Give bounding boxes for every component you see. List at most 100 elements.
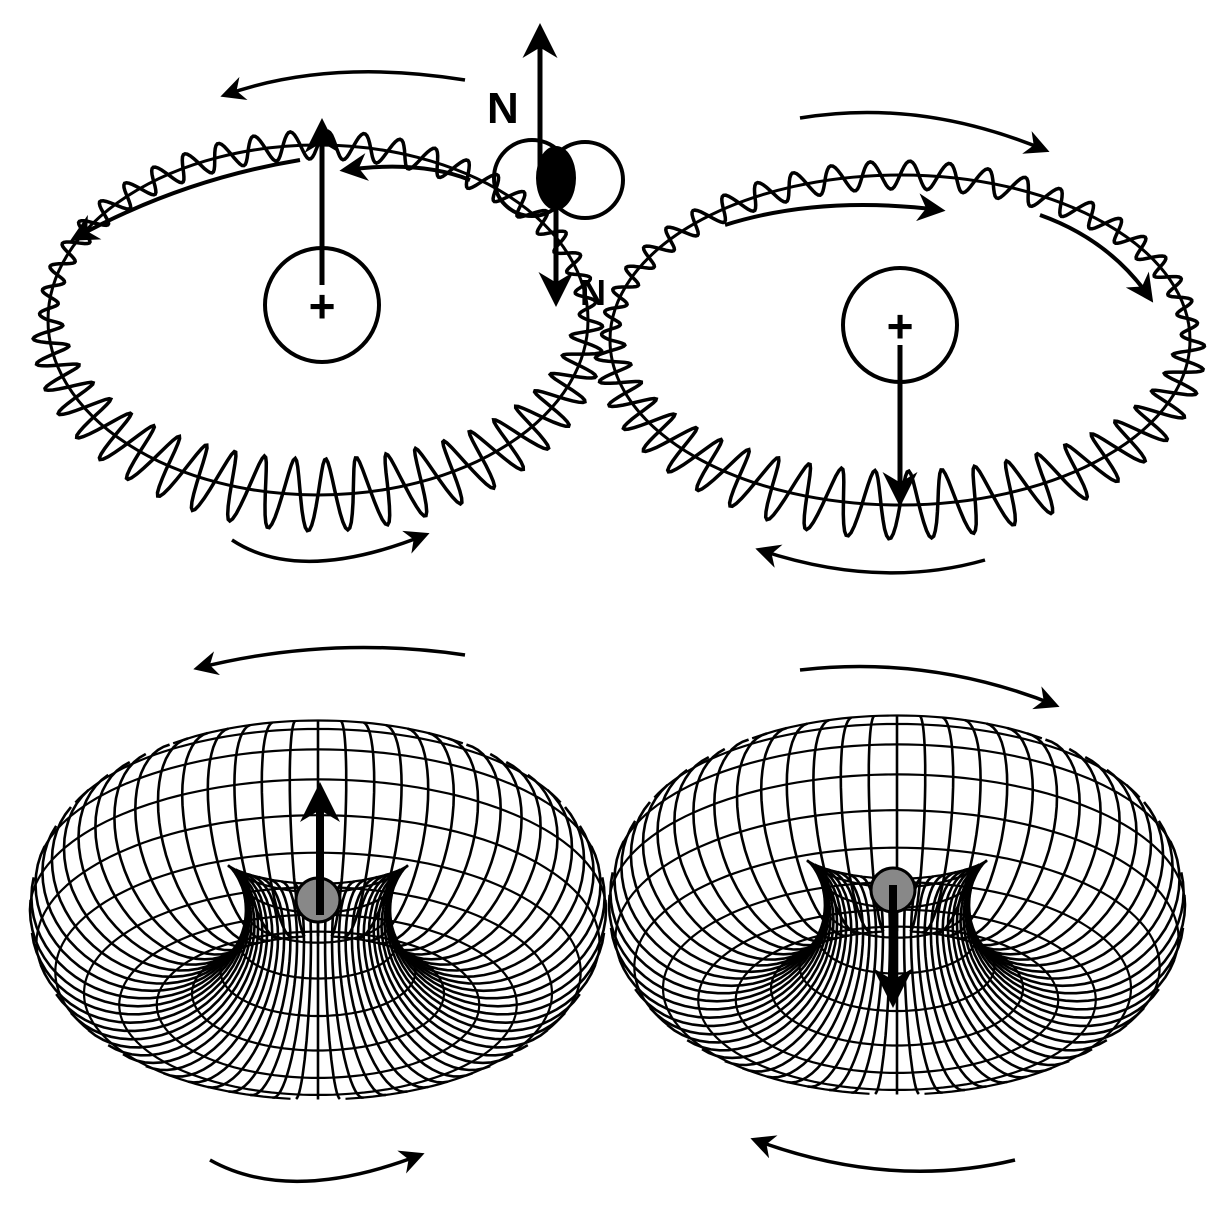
torus-meridian <box>383 868 566 1041</box>
top-right-wave <box>593 159 1207 541</box>
torus-meridian <box>1142 801 1165 856</box>
torus-meridian <box>979 822 1121 956</box>
torus-meridian <box>77 837 230 966</box>
torus-meridian <box>87 865 256 1049</box>
torus-meridian <box>288 720 297 780</box>
torus-parallel <box>82 886 554 1100</box>
inner-arrow-left-2 <box>339 153 471 182</box>
torus-meridian <box>742 864 853 1073</box>
torus-parallel <box>661 881 1133 1095</box>
torus-meridian <box>388 897 606 1000</box>
top-left-wave <box>31 129 605 533</box>
torus-meridian <box>145 868 269 1072</box>
torus-meridian <box>1068 747 1102 813</box>
torus-parallel <box>155 930 481 1079</box>
lower-pole-label: N <box>580 272 606 313</box>
torus-meridian <box>918 715 927 775</box>
plus-sign-right: + <box>887 300 914 352</box>
plus-sign-left: + <box>309 280 336 332</box>
torus-parallel <box>244 908 392 944</box>
torus-meridian <box>405 848 574 972</box>
torus-meridian <box>1044 738 1081 805</box>
torus-meridian <box>673 755 710 823</box>
torus-meridian <box>406 837 559 966</box>
torus-meridian <box>41 872 237 985</box>
torus-meridian <box>407 727 430 790</box>
torus-parallel <box>54 851 582 1031</box>
torus-parallel <box>238 934 398 980</box>
magnetic-coupling: N N <box>487 23 625 313</box>
torus-meridian <box>134 808 245 952</box>
torus-meridian <box>984 843 1153 967</box>
rotation-arrow-bottom-left <box>231 530 430 564</box>
torus-meridian <box>985 832 1138 961</box>
torus-meridian <box>1006 726 1035 790</box>
torus-meridian <box>489 752 523 818</box>
torus-meridian <box>1157 820 1174 868</box>
torus-meridian <box>839 716 853 777</box>
rotation-arrow-bottom-bottom-right <box>750 1135 1016 1173</box>
torus-meridian <box>563 806 586 861</box>
torus-parallel <box>332 935 446 994</box>
torus-parallel <box>607 773 1187 911</box>
torus-parallel <box>972 929 977 938</box>
torus-meridian <box>367 868 491 1072</box>
torus-meridian <box>427 731 456 795</box>
top-left-ring-group: + <box>31 70 605 564</box>
torus-meridian <box>666 860 835 1044</box>
north-label: N <box>487 84 519 133</box>
torus-meridian <box>505 760 542 828</box>
torus-meridian <box>337 880 386 1097</box>
torus-meridian <box>113 752 147 818</box>
torus-parallel <box>402 949 417 972</box>
torus-meridian <box>399 817 523 956</box>
torus-parallel <box>35 814 601 974</box>
torus-meridian <box>94 760 131 828</box>
torus-meridian <box>620 820 637 868</box>
torus-meridian <box>356 872 449 1084</box>
torus-parallel <box>393 934 398 943</box>
torus-parallel <box>590 942 601 974</box>
torus-meridian <box>867 715 876 775</box>
torus-meridian <box>786 870 865 1084</box>
rotation-arrow-bottom-bottom-left <box>209 1150 425 1184</box>
torus-meridian <box>180 731 209 795</box>
torus-parallel <box>345 993 554 1100</box>
torus-meridian <box>113 817 237 956</box>
torus-meridian <box>392 884 602 993</box>
torus-meridian <box>260 721 274 782</box>
torus-meridian <box>978 867 1174 980</box>
torus-meridian <box>986 722 1009 785</box>
rotation-arrow-top-right <box>799 110 1050 154</box>
torus-meridian <box>206 727 229 790</box>
torus-meridian <box>344 878 408 1094</box>
torus-meridian <box>233 723 251 786</box>
torus-meridian <box>362 721 376 782</box>
torus-meridian <box>465 743 502 810</box>
torus-meridian <box>656 832 809 961</box>
torus-parallel <box>924 988 1133 1095</box>
bottom-left-torus-group <box>28 645 608 1184</box>
rotation-arrow-top-bottom-right <box>799 664 1060 710</box>
torus-parallel <box>653 722 1141 799</box>
bottom-right-torus-group <box>607 664 1187 1173</box>
torus-meridian <box>41 825 58 873</box>
torus-meridian <box>250 880 299 1097</box>
torus-parallel <box>190 935 446 1052</box>
torus-meridian <box>812 718 830 781</box>
torus-parallel <box>769 930 1025 1047</box>
torus-meridian <box>339 720 348 780</box>
rotation-arrow-top-bottom-left <box>193 645 466 676</box>
torus-meridian <box>941 864 1052 1073</box>
torus-parallel <box>697 908 1097 1091</box>
torus-parallel <box>38 748 598 858</box>
torus-meridian <box>30 897 248 1000</box>
torus-meridian <box>1084 755 1121 823</box>
torus-meridian <box>362 869 473 1078</box>
torus-meridian <box>766 867 859 1079</box>
torus-parallel <box>546 971 582 1031</box>
torus-meridian <box>207 875 286 1089</box>
torus-meridian <box>578 825 595 873</box>
torus-meridian <box>759 726 788 790</box>
